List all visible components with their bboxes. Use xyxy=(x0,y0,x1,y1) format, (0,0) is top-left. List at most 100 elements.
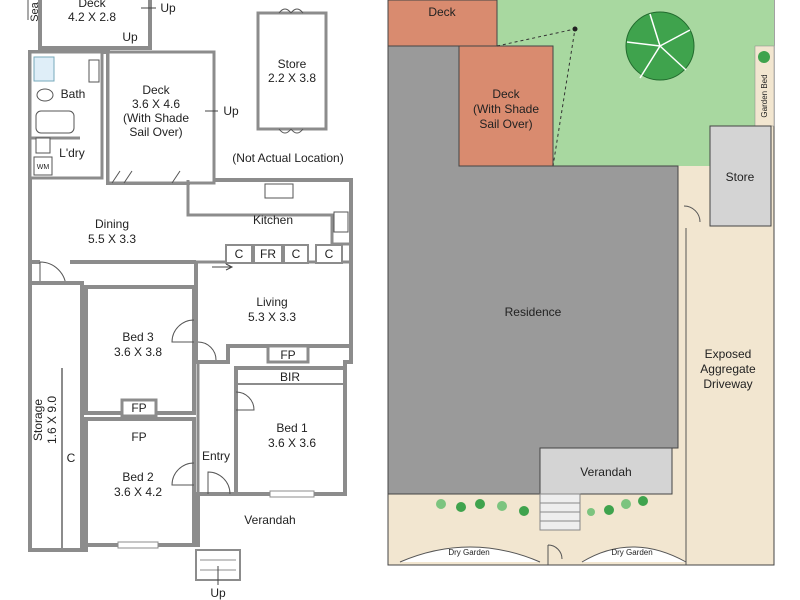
tree-branches xyxy=(626,13,691,79)
appliance-c1-label: C xyxy=(235,247,244,261)
shrub xyxy=(621,499,631,509)
shrub xyxy=(638,496,648,506)
site-deck-line2: (With Shade xyxy=(473,102,539,116)
hall-door xyxy=(197,341,217,361)
bed2-door xyxy=(171,462,195,486)
dining-dims: 5.5 X 3.3 xyxy=(88,232,136,246)
appliance-c1 xyxy=(225,244,253,264)
laundry-label: L'dry xyxy=(59,146,85,160)
fireplace-bed3 xyxy=(120,398,158,418)
storage-wall xyxy=(28,281,84,552)
shrub xyxy=(456,502,466,512)
bed2-name: Bed 2 xyxy=(122,470,154,484)
verandah-label: Verandah xyxy=(244,513,295,527)
sink-ldry xyxy=(35,137,51,154)
appliance-fr-label: FR xyxy=(260,247,276,261)
site-gate xyxy=(683,205,701,223)
front-gate xyxy=(547,544,563,565)
bath-tub xyxy=(35,110,75,134)
fp-bed2-label: FP xyxy=(131,430,146,444)
driveway-line2: Aggregate xyxy=(700,362,756,376)
dry-garden-right-label: Dry Garden xyxy=(611,548,652,557)
store-wall xyxy=(256,11,328,131)
fp-living-label: FP xyxy=(280,348,295,362)
dry-garden-right-arc xyxy=(581,546,687,563)
site-store xyxy=(709,125,772,227)
shrub xyxy=(436,499,446,509)
appliance-c2 xyxy=(283,244,309,264)
shade-sail-post xyxy=(572,26,578,32)
cooktop xyxy=(333,211,349,233)
site-deck-line3: Sail Over) xyxy=(479,117,532,131)
dining-arrow xyxy=(212,263,234,271)
bed3-wall xyxy=(84,285,196,415)
deck-line3: (With Shade xyxy=(123,111,189,125)
bed2-dims: 3.6 X 4.2 xyxy=(114,485,162,499)
site-verandah xyxy=(539,447,673,495)
shrub xyxy=(475,499,485,509)
shrubs xyxy=(436,496,648,516)
entry-door xyxy=(207,471,231,495)
top-deck-wall xyxy=(38,0,152,50)
storage-dims: 1.6 X 9.0 xyxy=(45,396,59,444)
deck-doors xyxy=(111,170,181,184)
site-deck-top-label: Deck xyxy=(428,5,456,19)
bed1-name: Bed 1 xyxy=(276,421,308,435)
living-name: Living xyxy=(256,295,287,309)
kitchen-sink xyxy=(264,183,294,199)
residence-label: Residence xyxy=(505,305,562,319)
dining-name: Dining xyxy=(95,217,129,231)
storage-c-label: C xyxy=(67,451,76,465)
fp-bed3-label: FP xyxy=(131,401,146,415)
deck-name: Deck xyxy=(142,83,170,97)
site-step-lines xyxy=(540,502,580,522)
driveway-line1: Exposed xyxy=(705,347,752,361)
residence xyxy=(387,45,679,495)
up-bottom-label: Up xyxy=(210,586,226,600)
bir-label: BIR xyxy=(280,370,300,384)
top-deck-dims: 4.2 X 2.8 xyxy=(68,10,116,24)
shrub xyxy=(519,506,529,516)
toilet xyxy=(36,88,54,102)
storage-name: Storage xyxy=(31,399,45,441)
bed1-window xyxy=(269,490,315,498)
store-door-top xyxy=(278,8,304,14)
driveway-line3: Driveway xyxy=(703,377,752,391)
tree xyxy=(625,11,695,81)
store-door-bottom xyxy=(278,128,304,134)
up-deck-label: Up xyxy=(122,30,138,44)
appliance-c3 xyxy=(315,244,343,264)
bath-label: Bath xyxy=(61,87,86,101)
bed3-door xyxy=(171,319,195,343)
deck-line4: Sail Over) xyxy=(129,125,182,139)
living-dims: 5.3 X 3.3 xyxy=(248,310,296,324)
appliance-fr xyxy=(253,244,283,264)
shower xyxy=(33,56,55,82)
wm-label: WM xyxy=(37,164,50,171)
appliance-c2-label: C xyxy=(292,247,301,261)
fireplace-living xyxy=(266,344,310,364)
deck-wall xyxy=(106,50,216,185)
dry-garden-left-label: Dry Garden xyxy=(448,548,489,557)
shrub xyxy=(497,501,507,511)
site-plan: Garden Bed Deck Deck (With Shade Sail Ov… xyxy=(387,0,775,566)
shrub xyxy=(604,505,614,515)
seat-label: Sea xyxy=(29,1,41,21)
garden-bed-plant xyxy=(758,51,770,63)
bed1-door xyxy=(235,391,255,411)
store-note: (Not Actual Location) xyxy=(232,151,343,165)
site-verandah-label: Verandah xyxy=(580,465,631,479)
store-name: Store xyxy=(278,57,307,71)
kitchen-label: Kitchen xyxy=(253,213,293,227)
up-top-label: Up xyxy=(160,1,176,15)
shrub xyxy=(587,508,595,516)
site-deck xyxy=(458,45,554,167)
bed2-wall xyxy=(84,417,196,547)
deck-dims: 3.6 X 4.6 xyxy=(132,97,180,111)
garden-bed-label: Garden Bed xyxy=(760,74,769,117)
washing-machine xyxy=(33,156,53,176)
bed1-dims: 3.6 X 3.6 xyxy=(268,436,316,450)
bed3-dims: 3.6 X 3.8 xyxy=(114,345,162,359)
appliance-c3-label: C xyxy=(325,247,334,261)
top-deck-name: Deck xyxy=(78,0,106,10)
